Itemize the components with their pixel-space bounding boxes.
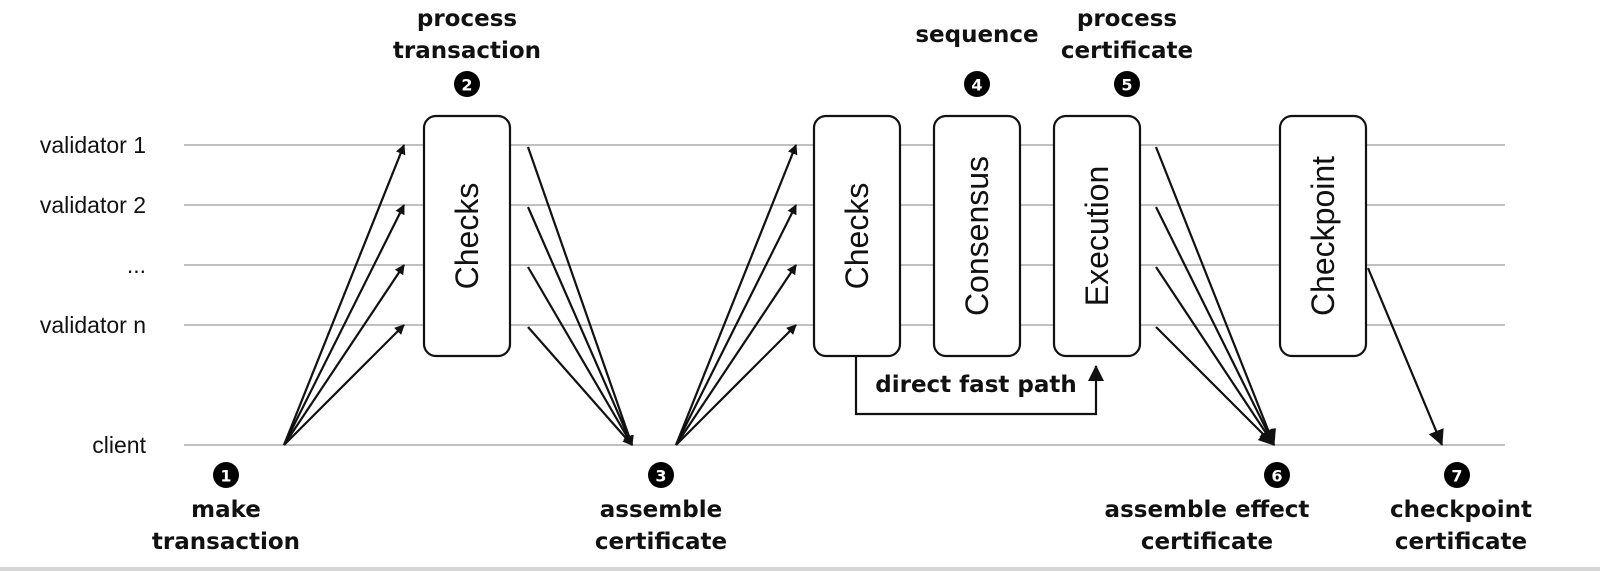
step-label-7-line-1: checkpoint (1390, 497, 1532, 523)
fast-path-label: direct fast path (875, 372, 1077, 398)
arrow-effects-validator-1-to-client (1154, 146, 1276, 446)
step-badge-2-circle (454, 71, 480, 97)
step-label-5-line-1: process (1077, 6, 1177, 32)
arrow-effects-validator-n-to-client (1155, 326, 1275, 446)
step-badge-4-circle (964, 71, 990, 97)
arrow-client-to-validator-ellipsis (283, 264, 405, 446)
step-label-1: make transaction (152, 497, 300, 555)
step-badge-4-number: 4 (971, 76, 982, 95)
arrow-client-to-validator-2 (283, 204, 405, 446)
step-badge-6: 6 (1264, 462, 1290, 488)
lane-label-client: client (92, 432, 146, 458)
step-label-6-line-2: certificate (1141, 529, 1273, 555)
step-badge-2: 2 (454, 71, 480, 97)
step-label-5: process certificate (1061, 6, 1193, 64)
step-badge-1: 1 (213, 462, 239, 488)
arrow-certificate-to-validator-2 (675, 204, 797, 446)
stage-box-consensus: Consensus (932, 114, 1022, 358)
step-badge-5-number: 5 (1121, 76, 1132, 95)
arrow-certificate-to-validator-1 (674, 144, 798, 446)
arrow-checkpoint-to-client (1366, 267, 1444, 446)
lane-label-validator-2: validator 2 (40, 192, 146, 218)
arrow-client-to-validator-1 (282, 144, 406, 446)
step-label-4: sequence (915, 22, 1038, 48)
arrows-return-effects (1154, 146, 1276, 446)
stage-box-checkpoint-label: Checkpoint (1305, 156, 1341, 316)
step-label-1-line-2: transaction (152, 529, 300, 555)
step-badge-1-circle (213, 462, 239, 488)
step-badge-3-circle (648, 462, 674, 488)
page-bottom-border (0, 567, 1600, 571)
lane-labels: validator 1 validator 2 ... validator n … (40, 132, 147, 458)
stage-box-checkpoint: Checkpoint (1278, 114, 1368, 358)
step-label-7: checkpoint certificate (1390, 497, 1532, 555)
arrow-client-to-validator-n (283, 324, 405, 446)
step-badge-7-circle (1444, 462, 1470, 488)
arrow-validator-n-to-client (527, 326, 633, 446)
step-badge-2-number: 2 (461, 76, 472, 95)
step-label-4-line-1: sequence (915, 22, 1038, 48)
step-badge-4: 4 (964, 71, 990, 97)
step-badge-6-circle (1264, 462, 1290, 488)
step-label-6: assemble effect certificate (1105, 497, 1310, 555)
lane-label-validator-n: validator n (40, 312, 146, 338)
lane-label-validator-1: validator 1 (40, 132, 146, 158)
arrow-certificate-to-validator-ellipsis (675, 264, 797, 446)
lane-label-ellipsis: ... (127, 252, 146, 278)
step-badge-3: 3 (648, 462, 674, 488)
step-label-3-line-1: assemble (600, 497, 722, 523)
step-label-1-line-1: make (191, 497, 261, 523)
step-badge-5: 5 (1114, 71, 1140, 97)
step-badge-7-number: 7 (1451, 467, 1462, 486)
step-label-2-line-1: process (417, 6, 517, 32)
step-label-5-line-2: certificate (1061, 38, 1193, 64)
arrow-validator-ellipsis-to-client (527, 266, 633, 446)
step-label-3: assemble certificate (595, 497, 727, 555)
step-label-3-line-2: certificate (595, 529, 727, 555)
stage-box-consensus-label: Consensus (959, 156, 995, 316)
arrows-return-signatures (526, 146, 634, 446)
fast-path-bracket: direct fast path (854, 356, 1104, 416)
step-badge-5-circle (1114, 71, 1140, 97)
step-label-2-line-2: transaction (393, 38, 541, 64)
stage-box-checks-1-label: Checks (449, 183, 485, 290)
arrow-validator-1-to-client (526, 146, 634, 446)
stage-box-execution: Execution (1052, 114, 1142, 358)
arrows-submit-certificate (674, 144, 798, 446)
stage-box-checks-2: Checks (812, 114, 902, 358)
step-label-2: process transaction (393, 6, 541, 64)
step-label-7-line-2: certificate (1395, 529, 1527, 555)
stage-box-execution-label: Execution (1079, 166, 1115, 307)
step-badge-3-number: 3 (655, 467, 666, 486)
arrow-effects-validator-2-to-client (1155, 206, 1275, 446)
stage-box-checks-2-label: Checks (839, 183, 875, 290)
step-badge-1-number: 1 (220, 467, 231, 486)
arrows-submit-transaction (282, 144, 406, 446)
arrow-validator-2-to-client (526, 206, 634, 446)
arrow-effects-validator-ellipsis-to-client (1155, 266, 1275, 446)
stage-box-checks-1: Checks (422, 114, 512, 358)
step-badge-7: 7 (1444, 462, 1470, 488)
arrow-certificate-to-validator-n (675, 324, 797, 446)
step-badge-6-number: 6 (1271, 467, 1282, 486)
step-label-6-line-1: assemble effect (1105, 497, 1310, 523)
fast-path-arrow (854, 356, 1104, 416)
